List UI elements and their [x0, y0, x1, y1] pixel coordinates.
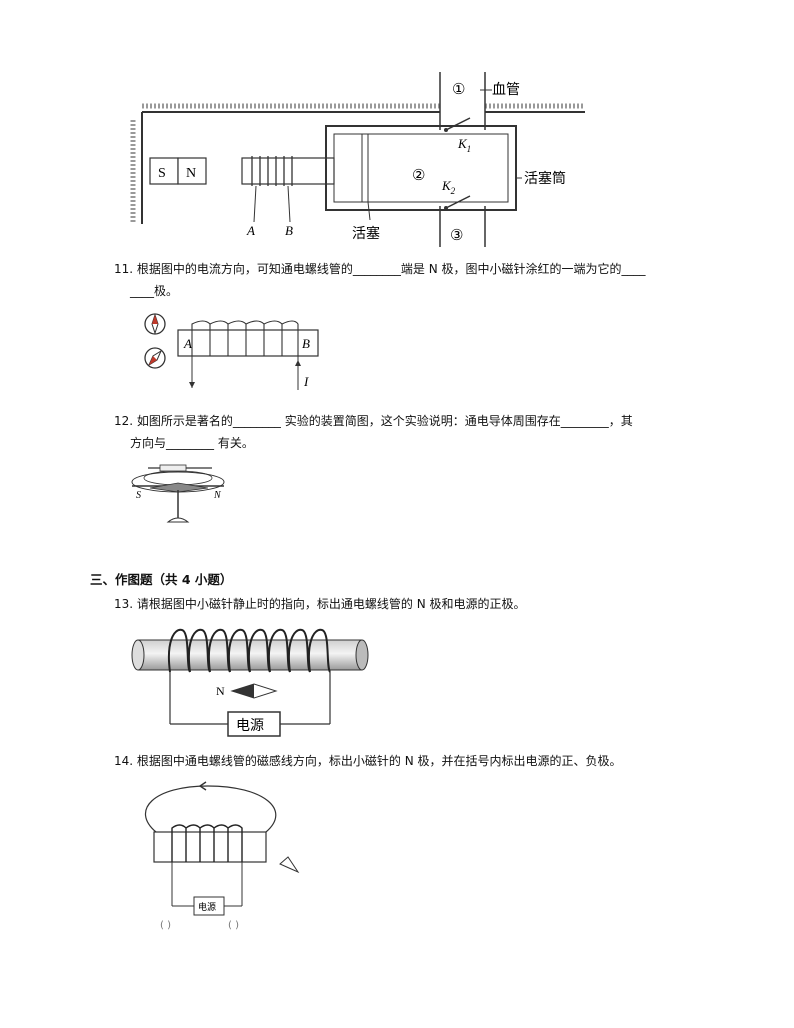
- coil-b-label: B: [285, 223, 293, 238]
- q14-power-label: 电源: [198, 901, 216, 913]
- q12-line2: 方向与________ 有关。: [130, 436, 254, 450]
- k2-label: K2: [441, 178, 456, 196]
- magnet-n-label: N: [186, 166, 196, 181]
- needle-n-label: N: [213, 490, 222, 501]
- piston-pump-figure: S N A B ① 血管 K1 ② K2 活塞筒 活塞 ③: [130, 72, 585, 247]
- current-i-label: I: [303, 374, 309, 389]
- section-3-title: 三、作图题（共 4 小题）: [90, 572, 233, 587]
- needle-s-label: S: [136, 490, 141, 501]
- q13-text: 13. 请根据图中小磁针静止时的指向，标出通电螺线管的 N 极和电源的正极。: [114, 597, 526, 611]
- solenoid-b-label: B: [302, 336, 310, 351]
- q14-figure: 电源 ( ) ( ): [144, 781, 300, 931]
- piston-label: 活塞: [352, 225, 380, 242]
- q13-needle-n-label: N: [216, 684, 225, 698]
- position-3-label: ③: [450, 228, 463, 244]
- q14-paren-left: ( ): [160, 920, 171, 931]
- vessel-label: 血管: [492, 82, 520, 98]
- position-1-label: ①: [452, 82, 465, 98]
- q14-compass-needle-icon: [279, 856, 300, 874]
- solenoid-a-label: A: [183, 336, 192, 351]
- q12-oersted-figure: S N: [131, 464, 225, 523]
- q11-figure: A B I: [144, 313, 319, 390]
- q12-line1: 12. 如图所示是著名的________ 实验的装置简图，这个实验说明：通电导体…: [114, 414, 633, 428]
- q14-text: 14. 根据图中通电螺线管的磁感线方向，标出小磁针的 N 极，并在括号内标出电源…: [114, 754, 622, 768]
- k1-label: K1: [457, 136, 471, 154]
- q13-power-label: 电源: [236, 718, 264, 734]
- cylinder-label: 活塞筒: [524, 170, 566, 187]
- q11-line2: ____极。: [130, 284, 179, 298]
- q13-figure: 电源 N: [131, 628, 369, 737]
- q11-line1: 11. 根据图中的电流方向，可知通电螺线管的________端是 N 极，图中小…: [114, 262, 646, 276]
- magnet-s-label: S: [158, 166, 166, 181]
- position-2-label: ②: [412, 168, 425, 184]
- q14-paren-right: ( ): [228, 920, 239, 931]
- coil-a-label: A: [246, 223, 255, 238]
